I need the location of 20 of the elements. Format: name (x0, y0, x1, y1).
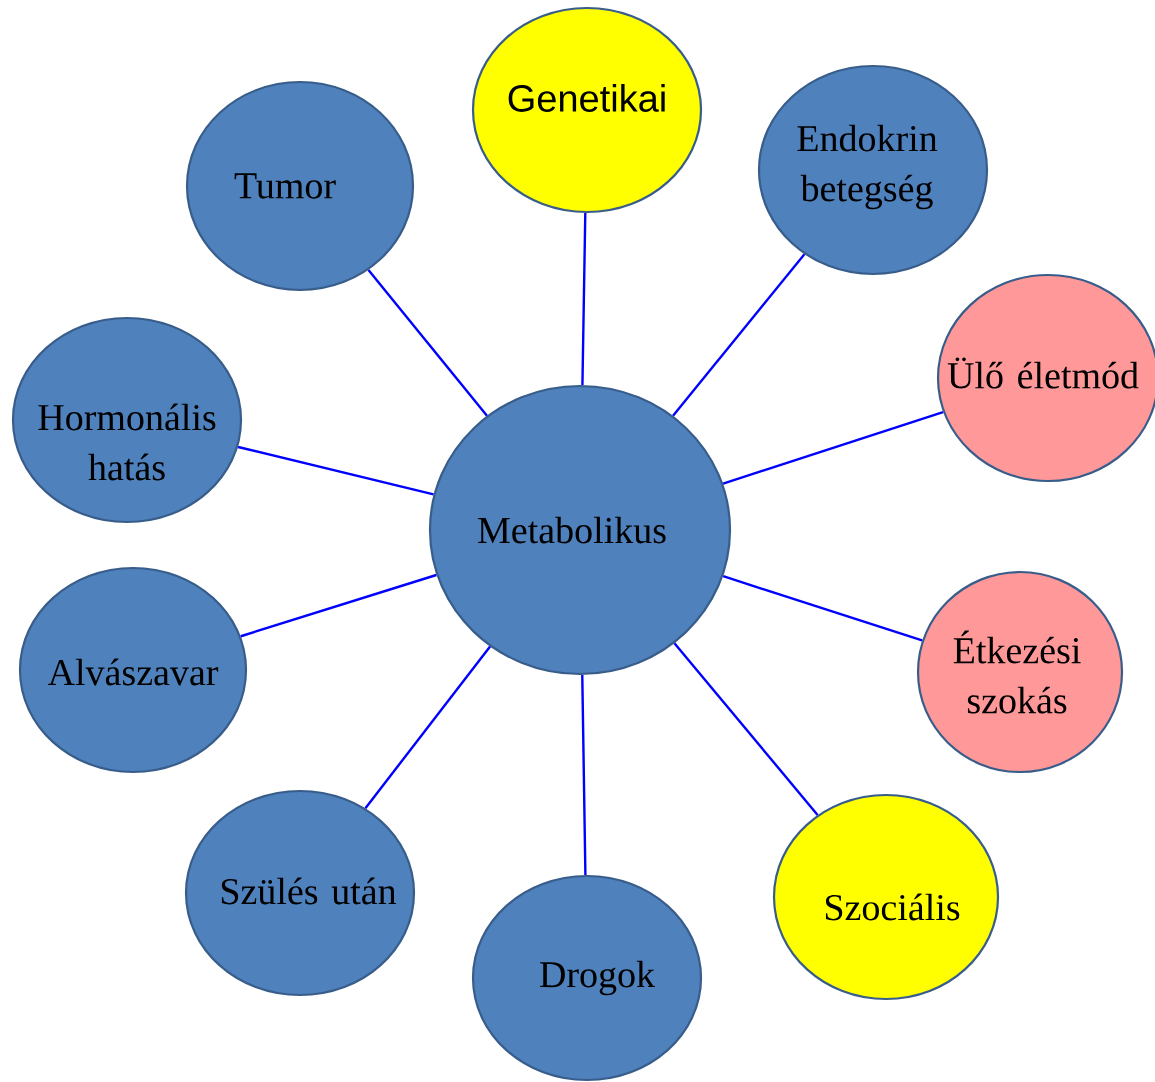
circle-node: Endokrin betegség (757, 64, 989, 276)
circle-node: Ülő életmód (936, 273, 1155, 483)
circle-node: Alvászavar (18, 566, 248, 774)
circle-node: Étkezési szokás (916, 570, 1124, 774)
circle-node: Drogok (471, 874, 703, 1082)
connector-line (672, 253, 806, 417)
connector-line (722, 575, 923, 642)
circle-node: Genetikai (471, 6, 703, 214)
connector-line (364, 645, 492, 809)
circle-node: Hormonális hatás (11, 316, 243, 524)
connector-line (722, 410, 944, 485)
connector-line (240, 573, 437, 638)
circle-node: Szülés után (184, 789, 416, 997)
connector-line (581, 675, 587, 875)
circle-node: Szociális (772, 793, 1000, 1001)
connector-line (673, 642, 819, 816)
circle-node: Tumor (185, 80, 415, 292)
connector-line (367, 269, 488, 417)
connector-line (237, 445, 434, 496)
connector-line (581, 213, 587, 385)
